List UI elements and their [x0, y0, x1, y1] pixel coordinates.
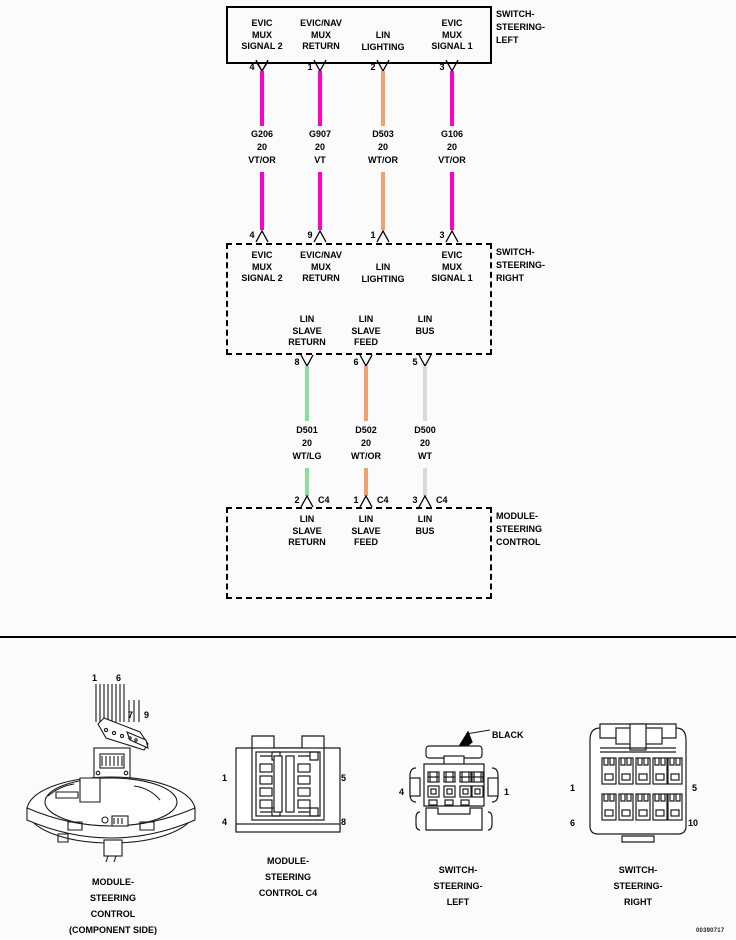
wire-label-d500: D500 20 WT	[414, 425, 436, 461]
pin-number-module-3: 3	[412, 495, 418, 505]
pin-number-left-3: 2	[370, 62, 376, 72]
c4-pin-top-right: 5	[341, 773, 347, 783]
pin-callout-7: 7	[128, 710, 133, 720]
pin-label-right-3: LIN LIGHTING	[361, 262, 405, 284]
caption-module-steering-control-component-side: MODULE- STEERING CONTROL (COMPONENT SIDE…	[68, 877, 157, 935]
wire-d502-lower	[364, 468, 368, 496]
pin-number-left-4: 3	[439, 62, 445, 72]
block-label-switch-steering-right: SWITCH- STEERING- RIGHT	[496, 247, 546, 283]
caption-switch-steering-right: SWITCH- STEERING- RIGHT	[613, 865, 663, 907]
wire-d502-upper	[364, 366, 368, 421]
wire-d501-upper	[305, 366, 309, 421]
pin-label-right-slave-return: LIN SLAVE RETURN	[288, 314, 326, 347]
pin-label-module-slave-return: LIN SLAVE RETURN	[288, 514, 326, 547]
wire-g206-upper	[260, 71, 264, 126]
wire-label-g106: G106 20 VT/OR	[438, 129, 466, 165]
switch-right-pin-bottom-right: 10	[688, 818, 699, 828]
wire-g106-lower	[450, 172, 454, 230]
pin-label-left-2: EVIC/NAV MUX RETURN	[300, 18, 342, 51]
switch-right-pin-top-left: 1	[570, 783, 576, 793]
caption-module-steering-control-c4: MODULE- STEERING CONTROL C4	[258, 856, 318, 898]
wire-g907-upper	[318, 71, 322, 126]
pin-number-right-top-3: 1	[370, 230, 376, 240]
wire-g206-lower	[260, 172, 264, 230]
wire-d500-lower	[423, 468, 427, 496]
switch-right-pin-bottom-left: 6	[570, 818, 576, 828]
pin-label-right-lin-bus: LIN BUS	[415, 314, 435, 336]
block-switch-steering-left	[226, 6, 492, 64]
pin-number-module-1: 2	[294, 495, 300, 505]
connector-view-module-steering-control-c4	[235, 735, 341, 833]
pin-number-right-bot-3: 5	[412, 357, 418, 367]
pin-label-module-slave-feed: LIN SLAVE FEED	[351, 514, 381, 547]
wire-g907-lower	[318, 172, 322, 230]
block-label-module-steering-control: MODULE- STEERING CONTROL	[496, 511, 543, 547]
connector-number-module-1: C4	[318, 495, 330, 505]
wire-label-g907: G907 20 VT	[308, 129, 332, 165]
pin-callout-1: 1	[92, 673, 97, 683]
pin-number-left-2: 1	[307, 62, 313, 72]
pin-label-right-4: EVIC MUX SIGNAL 1	[431, 250, 473, 283]
c4-pin-top-left: 1	[222, 773, 228, 783]
pin-number-module-2: 1	[353, 495, 359, 505]
c4-pin-bottom-right: 8	[341, 817, 347, 827]
c4-pin-bottom-left: 4	[222, 817, 228, 827]
switch-left-pin-4: 4	[399, 787, 405, 797]
caption-switch-steering-left: SWITCH- STEERING- LEFT	[433, 865, 483, 907]
pin-label-left-3: LIN LIGHTING	[361, 30, 405, 52]
pin-tick-marks-module	[300, 494, 432, 508]
pin-number-left-1: 4	[249, 62, 255, 72]
pin-number-right-top-4: 3	[439, 230, 445, 240]
pin-number-right-bot-1: 8	[294, 357, 300, 367]
pin-label-module-lin-bus: LIN BUS	[415, 514, 435, 536]
connector-number-module-2: C4	[377, 495, 389, 505]
reference-code: 00390717	[696, 928, 725, 934]
pin-label-left-4: EVIC MUX SIGNAL 1	[431, 18, 473, 51]
pin-label-right-slave-feed: LIN SLAVE FEED	[351, 314, 381, 347]
connector-view-module-steering-control-component-side: 1 6 7 9	[26, 673, 196, 862]
pin-callout-6: 6	[116, 673, 121, 683]
block-module-steering-control	[226, 507, 492, 599]
pin-label-left-1: EVIC MUX SIGNAL 2	[241, 18, 283, 51]
block-label-switch-steering-left: SWITCH- STEERING- LEFT	[496, 9, 546, 45]
switch-left-annotation-black: BLACK	[492, 730, 524, 740]
pin-tick-marks-right-bottom	[300, 354, 432, 368]
wire-d501-lower	[305, 468, 309, 496]
wire-label-d502: D502 20 WT/OR	[351, 425, 381, 461]
pin-number-right-top-2: 9	[307, 230, 313, 240]
connector-number-module-3: C4	[436, 495, 448, 505]
pin-number-right-bot-2: 6	[353, 357, 359, 367]
wire-d500-upper	[423, 366, 427, 421]
pin-label-right-2: EVIC/NAV MUX RETURN	[300, 250, 342, 283]
wire-label-g206: G206 20 VT/OR	[248, 129, 276, 165]
pin-label-right-1: EVIC MUX SIGNAL 2	[241, 250, 283, 283]
section-divider	[0, 636, 736, 638]
pin-tick-marks-right-top	[255, 229, 459, 243]
pin-callout-9: 9	[144, 710, 149, 720]
pin-tick-marks-left	[255, 59, 459, 73]
pin-number-right-top-1: 4	[249, 230, 255, 240]
wire-d503-lower	[381, 172, 385, 230]
wire-g106-upper	[450, 71, 454, 126]
switch-left-pin-1: 1	[504, 787, 510, 797]
block-switch-steering-right	[226, 243, 492, 355]
connector-view-switch-steering-right	[589, 723, 687, 843]
wire-label-d501: D501 20 WT/LG	[292, 425, 322, 461]
wire-label-d503: D503 20 WT/OR	[368, 129, 398, 165]
switch-right-pin-top-right: 5	[692, 783, 698, 793]
connector-view-switch-steering-left	[409, 729, 499, 831]
wire-d503-upper	[381, 71, 385, 126]
